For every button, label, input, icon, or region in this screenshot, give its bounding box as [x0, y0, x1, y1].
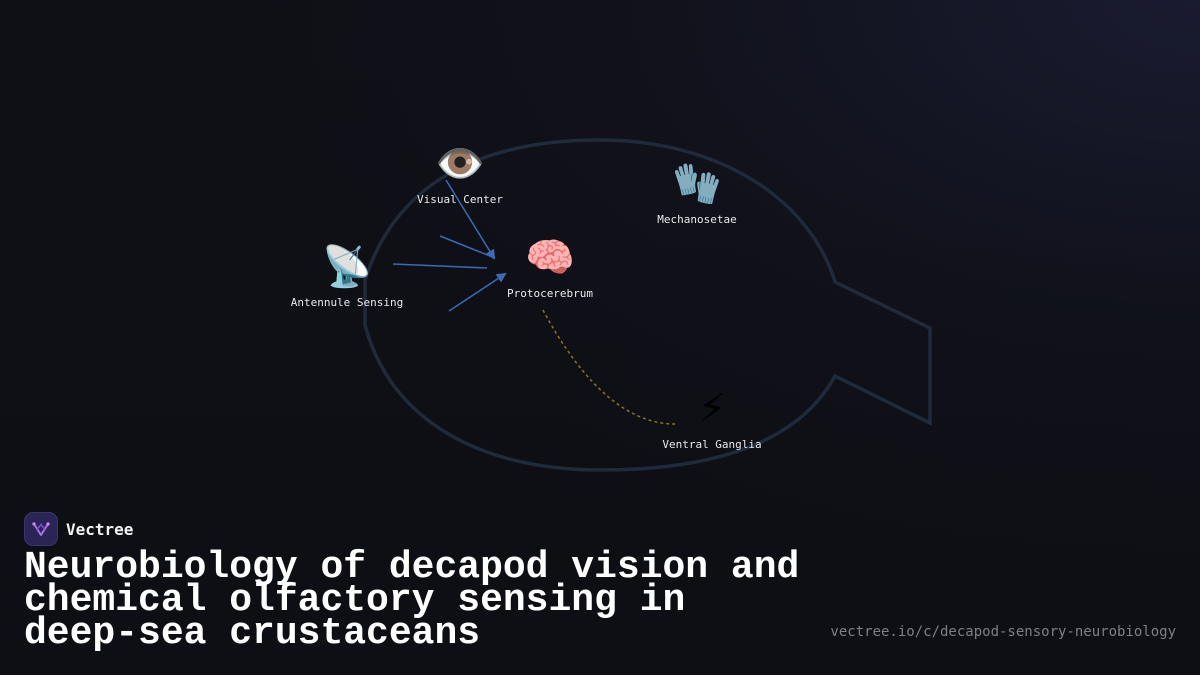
- node-visual-center: 👁️ Visual Center: [417, 140, 503, 207]
- eye-icon: 👁️: [435, 141, 485, 187]
- edge-antennule-to-protocerebrum-top: [439, 235, 496, 259]
- brand: Vectree: [24, 512, 133, 546]
- body-outline: [363, 138, 932, 472]
- gloves-icon: 🧤: [672, 161, 722, 207]
- vectree-logo-icon: [24, 512, 58, 546]
- edge-protocerebrum-to-ventral: [542, 309, 677, 425]
- edge-visual-to-protocerebrum: [445, 179, 496, 260]
- node-ventral-ganglia: ⚡ Ventral Ganglia: [662, 385, 761, 452]
- edge-antennule-to-protocerebrum-low: [448, 272, 507, 312]
- node-protocerebrum: 🧠 Protocerebrum: [507, 234, 593, 301]
- satellite-dish-icon: 📡: [322, 244, 372, 290]
- node-label: Ventral Ganglia: [662, 438, 762, 451]
- page-title: Neurobiology of decapod vision and chemi…: [24, 546, 800, 655]
- page-url[interactable]: vectree.io/c/decapod-sensory-neurobiolog…: [830, 624, 1176, 640]
- node-antennule-sensing: 📡 Antennule Sensing: [291, 243, 404, 310]
- node-label: Protocerebrum: [506, 287, 594, 300]
- lightning-icon: ⚡: [697, 386, 727, 432]
- node-label: Antennule Sensing: [290, 296, 404, 309]
- brand-name: Vectree: [66, 519, 134, 539]
- brain-icon: 🧠: [525, 235, 575, 281]
- edge-antennule-to-protocerebrum-mid: [392, 263, 488, 269]
- node-label: Mechanosetae: [657, 213, 737, 226]
- node-mechanosetae: 🧤 Mechanosetae: [657, 160, 736, 227]
- node-label: Visual Center: [416, 193, 504, 206]
